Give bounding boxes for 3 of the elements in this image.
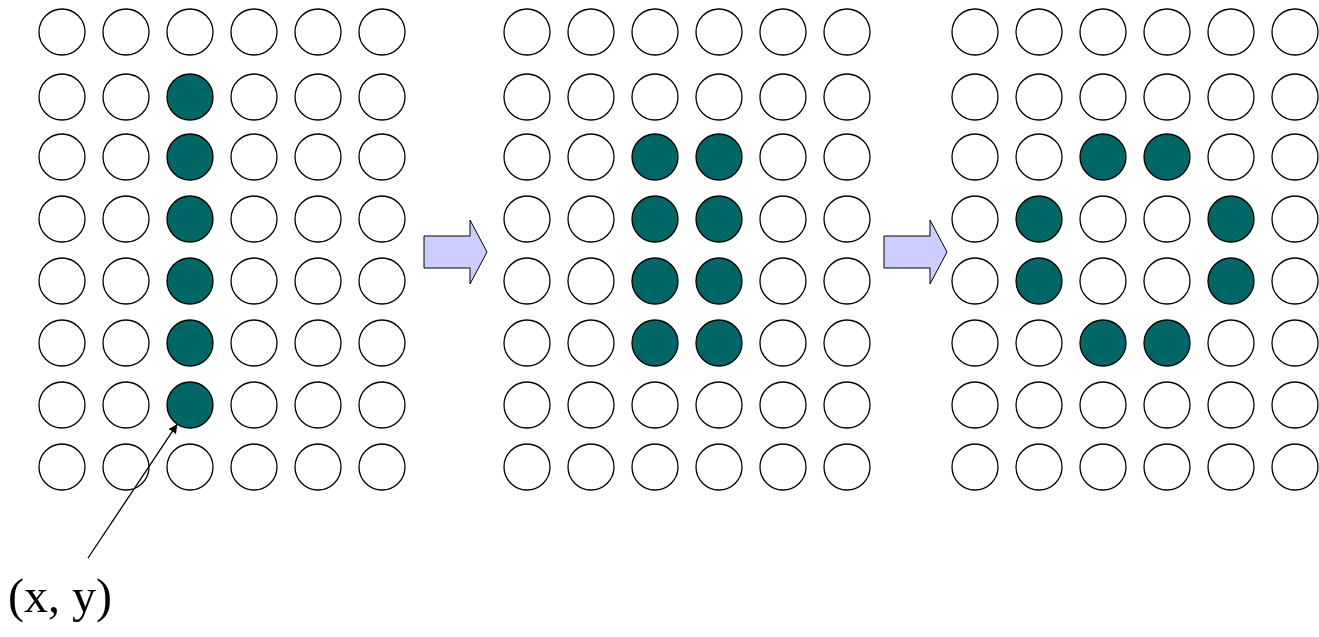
leader-line [87, 423, 178, 559]
filled-dot [166, 381, 214, 429]
coordinate-label: (x, y) [8, 568, 112, 624]
